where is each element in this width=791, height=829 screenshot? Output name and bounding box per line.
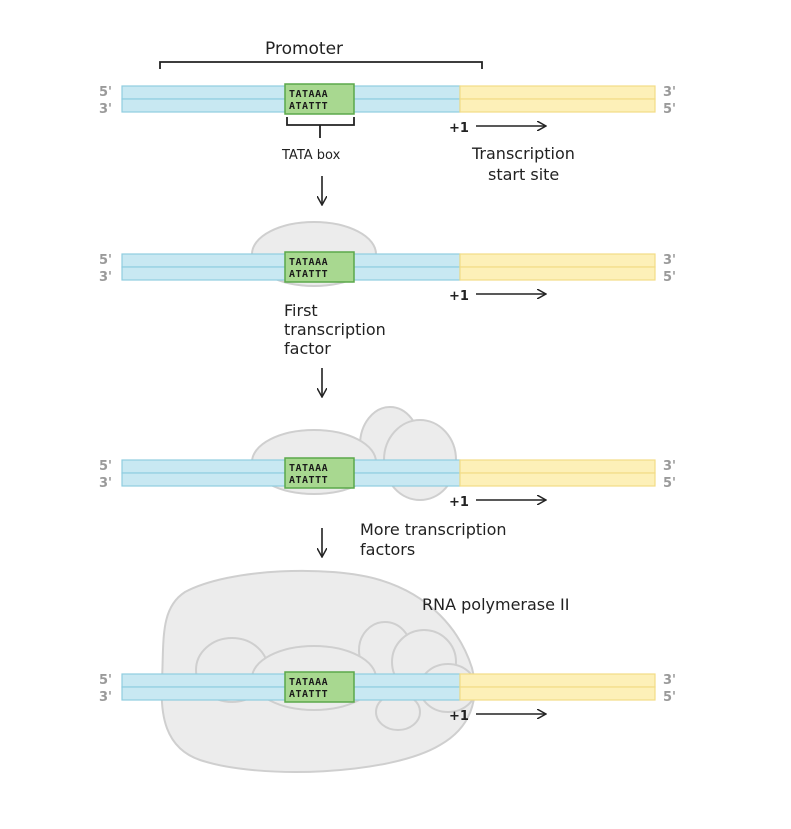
step-3-more-factors: TATAAA ATATTT 5' 3' 3' 5' +1 [99, 406, 676, 510]
tata-box-bracket [286, 117, 355, 138]
promoter-bracket [159, 61, 483, 69]
more-tf-label-line2: factors [360, 540, 415, 559]
three-prime-bottom-left: 3' [99, 690, 112, 705]
tata-box-label: TATA box [281, 148, 341, 163]
gene-region-top-strand [459, 85, 656, 100]
five-prime-bottom-right: 5' [663, 690, 676, 705]
promoter-label: Promoter [265, 39, 343, 59]
plus-one-label: +1 [449, 121, 469, 136]
tata-top-sequence: TATAAA [289, 463, 328, 474]
dna-duplex: TATAAA ATATTT [121, 83, 656, 115]
first-tf-label-line2: transcription [284, 320, 386, 339]
tata-box [284, 83, 355, 115]
gene-region-top-strand [459, 673, 656, 688]
more-tf-label-line1: More transcription [360, 520, 507, 539]
plus-one-label: +1 [449, 289, 469, 304]
three-prime-top-right: 3' [663, 673, 676, 688]
tata-top-sequence: TATAAA [289, 257, 328, 268]
step-1-naked-dna: Promoter TATAAA ATATTT 5' 3' 3' 5' TATA … [99, 39, 676, 184]
three-prime-top-right: 3' [663, 253, 676, 268]
tata-box [284, 457, 355, 489]
three-prime-bottom-left: 3' [99, 476, 112, 491]
tata-bottom-sequence: ATATTT [289, 475, 328, 486]
tata-top-sequence: TATAAA [289, 677, 328, 688]
gene-region-bottom-strand [459, 472, 656, 487]
three-prime-top-right: 3' [663, 459, 676, 474]
dna-duplex: TATAAA ATATTT [121, 671, 656, 703]
tata-top-sequence: TATAAA [289, 89, 328, 100]
dna-duplex: TATAAA ATATTT [121, 251, 656, 283]
tata-bottom-sequence: ATATTT [289, 269, 328, 280]
five-prime-bottom-right: 5' [663, 270, 676, 285]
first-tf-label-line3: factor [284, 339, 331, 358]
step-2-first-factor: TATAAA ATATTT 5' 3' 3' 5' +1 First trans… [99, 221, 676, 358]
gene-region-bottom-strand [459, 266, 656, 281]
gene-region-top-strand [459, 459, 656, 474]
tata-box [284, 251, 355, 283]
three-prime-top-right: 3' [663, 85, 676, 100]
plus-one-label: +1 [449, 495, 469, 510]
tss-label-line2: start site [488, 165, 559, 184]
five-prime-top-left: 5' [99, 253, 112, 268]
five-prime-bottom-right: 5' [663, 102, 676, 117]
five-prime-top-left: 5' [99, 459, 112, 474]
three-prime-bottom-left: 3' [99, 270, 112, 285]
gene-region-top-strand [459, 253, 656, 268]
tata-bottom-sequence: ATATTT [289, 101, 328, 112]
gene-region-bottom-strand [459, 686, 656, 701]
dna-duplex: TATAAA ATATTT [121, 457, 656, 489]
three-prime-bottom-left: 3' [99, 102, 112, 117]
step-4-polymerase: TATAAA ATATTT 5' 3' 3' 5' +1 RNA polymer… [99, 569, 676, 773]
five-prime-top-left: 5' [99, 673, 112, 688]
first-tf-label-line1: First [284, 301, 318, 320]
tata-box [284, 671, 355, 703]
plus-one-label: +1 [449, 709, 469, 724]
five-prime-bottom-right: 5' [663, 476, 676, 491]
gene-region-bottom-strand [459, 98, 656, 113]
five-prime-top-left: 5' [99, 85, 112, 100]
tss-label-line1: Transcription [471, 144, 575, 163]
rna-polymerase-label: RNA polymerase II [422, 595, 570, 614]
tata-bottom-sequence: ATATTT [289, 689, 328, 700]
